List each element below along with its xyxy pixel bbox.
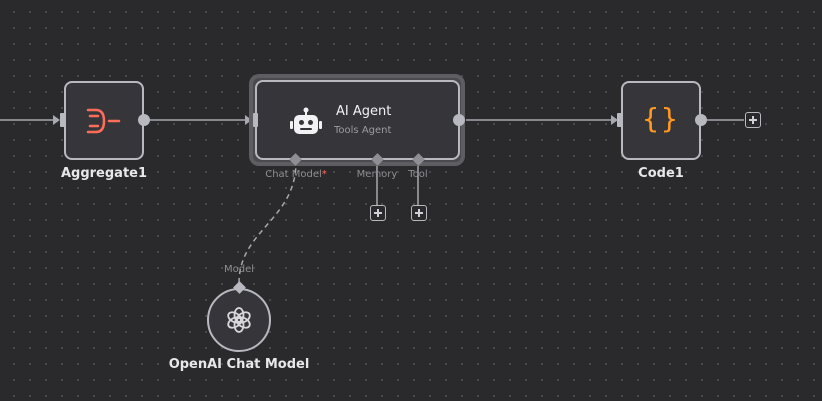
code-label: Code1 bbox=[638, 166, 684, 181]
arrow-head bbox=[53, 115, 60, 125]
required-marker: * bbox=[321, 169, 327, 180]
agent-output-port[interactable] bbox=[453, 114, 465, 126]
connection-openai-to-chat-model[interactable] bbox=[238, 161, 297, 284]
agent-subtitle: Tools Agent bbox=[334, 125, 392, 136]
tool-port-label: Tool bbox=[408, 169, 428, 180]
arrow-head bbox=[611, 115, 618, 125]
connections bbox=[0, 115, 744, 284]
model-port-label: Model bbox=[223, 264, 255, 275]
code-output-port[interactable] bbox=[695, 114, 707, 126]
code-braces-icon: {} bbox=[642, 102, 680, 135]
add-tool-button[interactable] bbox=[411, 205, 427, 221]
openai-chat-model-node[interactable] bbox=[207, 288, 271, 352]
openai-chat-model-label: OpenAI Chat Model bbox=[168, 357, 310, 372]
add-next-node-button[interactable] bbox=[745, 112, 761, 128]
openai-icon bbox=[227, 307, 251, 333]
aggregate-label: Aggregate1 bbox=[60, 166, 148, 181]
aggregate-icon bbox=[86, 108, 121, 134]
output-port[interactable] bbox=[138, 114, 150, 126]
code-input-port[interactable] bbox=[617, 113, 622, 127]
agent-node[interactable]: AI Agent Tools Agent bbox=[255, 80, 460, 160]
aggregate-node[interactable] bbox=[64, 81, 144, 160]
robot-icon bbox=[290, 107, 322, 134]
agent-input-port[interactable] bbox=[253, 113, 258, 127]
arrow-head bbox=[245, 115, 252, 125]
chat-model-port-label: Chat Model* bbox=[265, 169, 327, 180]
agent-title: AI Agent bbox=[336, 104, 392, 119]
add-memory-button[interactable] bbox=[370, 205, 386, 221]
code-node[interactable]: {} bbox=[621, 81, 701, 160]
memory-port-label: Memory bbox=[356, 169, 398, 180]
input-port[interactable] bbox=[60, 113, 65, 127]
